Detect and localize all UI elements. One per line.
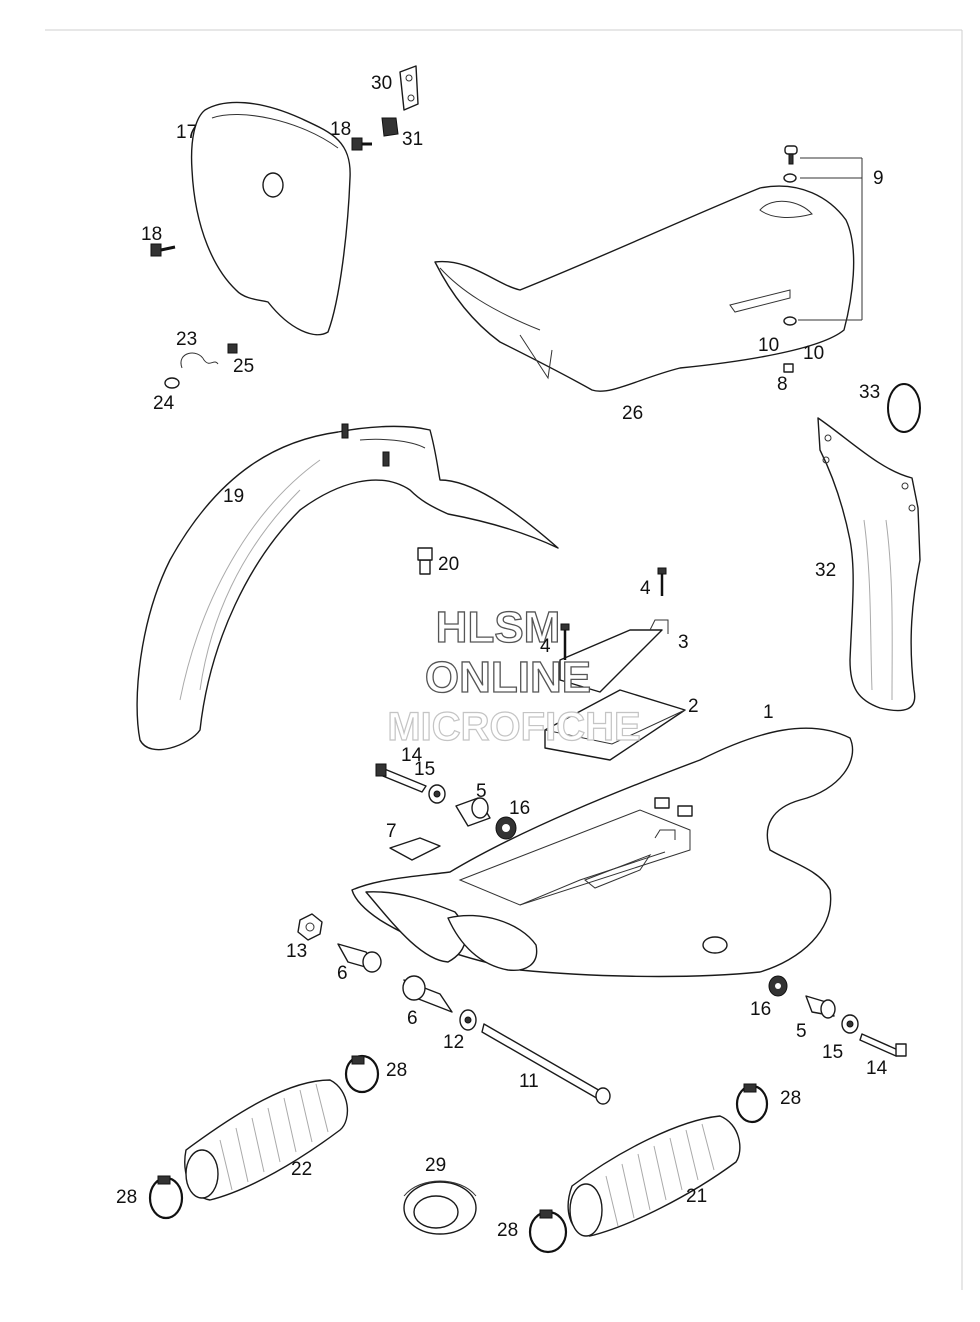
hose-clamp-part-28-lower-right xyxy=(528,1209,568,1254)
label-part-10-left: 10 xyxy=(758,335,779,356)
label-part-19: 19 xyxy=(223,486,244,507)
clip-part-31 xyxy=(381,117,399,137)
bushing-part-5-lower xyxy=(805,995,836,1019)
washer-part-24 xyxy=(164,377,180,389)
battery-part-2 xyxy=(544,689,686,761)
boot-part-21 xyxy=(567,1115,741,1237)
label-part-12: 12 xyxy=(443,1032,464,1053)
washer-part-15-upper xyxy=(428,784,446,804)
label-part-23: 23 xyxy=(176,329,197,350)
bushing-part-5-upper xyxy=(455,797,491,827)
bolt-part-20 xyxy=(417,547,433,575)
label-part-4-upper: 4 xyxy=(640,578,651,599)
nut-part-16-upper xyxy=(495,816,517,840)
label-part-32: 32 xyxy=(815,560,836,581)
label-part-28-lower-right: 28 xyxy=(497,1220,518,1241)
label-part-14-upper: 14 xyxy=(401,745,423,766)
label-part-4-lower: 4 xyxy=(540,636,551,657)
label-part-28-upper-left: 28 xyxy=(386,1060,407,1081)
nut-part-25 xyxy=(227,343,238,354)
hose-clamp-part-28-lower-left xyxy=(148,1175,184,1220)
seal-part-29 xyxy=(403,1180,477,1235)
label-part-5-upper: 5 xyxy=(476,781,487,802)
bolt-part-14-lower xyxy=(859,1033,907,1057)
nut-part-13 xyxy=(297,913,323,941)
label-part-10-right: 10 xyxy=(803,343,824,364)
label-part-28-upper-right: 28 xyxy=(780,1088,801,1109)
label-part-1: 1 xyxy=(763,702,774,723)
label-part-5-lower: 5 xyxy=(796,1021,807,1042)
watermark-line-2: ONLINE xyxy=(425,653,591,702)
mud-flap-part-32 xyxy=(817,417,921,712)
label-part-24: 24 xyxy=(153,393,175,414)
number-plate-part xyxy=(190,101,351,336)
strap-part-30 xyxy=(399,65,419,111)
screw-part-4-lower xyxy=(560,623,570,660)
label-part-6-lower: 6 xyxy=(407,1008,418,1029)
seat-part xyxy=(434,185,855,392)
sleeve-part-6-upper xyxy=(337,943,382,973)
watermark-line-1: HLSM xyxy=(436,603,561,652)
screw-part-18-upper xyxy=(351,137,372,151)
plate-part-7 xyxy=(389,837,441,861)
label-part-33: 33 xyxy=(859,382,880,403)
washer-part-12 xyxy=(459,1009,477,1031)
label-part-18-left: 18 xyxy=(141,224,162,245)
label-part-16-lower: 16 xyxy=(750,999,771,1020)
hose-clamp-part-28-upper-left xyxy=(344,1054,380,1094)
label-part-6-upper: 6 xyxy=(337,963,348,984)
washer-part-15-lower xyxy=(841,1014,859,1034)
hose-clamp-part-28-upper-right xyxy=(735,1083,769,1124)
label-part-9: 9 xyxy=(873,168,884,189)
label-part-16-upper: 16 xyxy=(509,798,530,819)
clamp-part-33 xyxy=(887,383,921,433)
label-part-11: 11 xyxy=(519,1071,539,1092)
nut-part-8 xyxy=(783,363,794,373)
label-part-28-lower-left: 28 xyxy=(116,1187,137,1208)
washer-part-10 xyxy=(783,316,797,326)
label-part-7: 7 xyxy=(386,821,397,842)
label-part-21: 21 xyxy=(686,1186,707,1207)
axle-bolt-part-11 xyxy=(481,1023,611,1105)
label-part-17: 17 xyxy=(176,122,197,143)
watermark-line-3: MICROFICHE xyxy=(387,705,640,749)
label-part-3: 3 xyxy=(678,632,689,653)
bolt-part-14-upper xyxy=(375,763,427,793)
label-part-25: 25 xyxy=(233,356,254,377)
spring-clip-part-23 xyxy=(180,352,219,369)
label-part-31: 31 xyxy=(402,129,423,150)
seat-bolt-part-9 xyxy=(783,145,863,321)
label-part-8: 8 xyxy=(777,374,788,395)
front-fender-part xyxy=(136,423,559,751)
label-part-26: 26 xyxy=(622,403,643,424)
rear-fender-part xyxy=(351,727,854,978)
sleeve-part-6-lower xyxy=(402,975,453,1013)
label-part-13: 13 xyxy=(286,941,307,962)
boot-part-22 xyxy=(184,1079,349,1201)
label-part-15-upper: 15 xyxy=(414,759,435,780)
nut-part-16-lower xyxy=(768,975,788,997)
label-part-20: 20 xyxy=(438,554,459,575)
screw-part-18-left xyxy=(150,243,176,257)
label-part-29: 29 xyxy=(425,1155,446,1176)
screw-part-4-upper xyxy=(657,567,667,596)
label-part-22: 22 xyxy=(291,1159,312,1180)
label-part-18-upper: 18 xyxy=(330,119,351,140)
label-part-15-lower: 15 xyxy=(822,1042,843,1063)
label-part-2: 2 xyxy=(688,696,699,717)
battery-holder-part-3 xyxy=(559,619,669,693)
label-part-14-lower: 14 xyxy=(866,1058,888,1079)
label-part-30: 30 xyxy=(371,73,392,94)
